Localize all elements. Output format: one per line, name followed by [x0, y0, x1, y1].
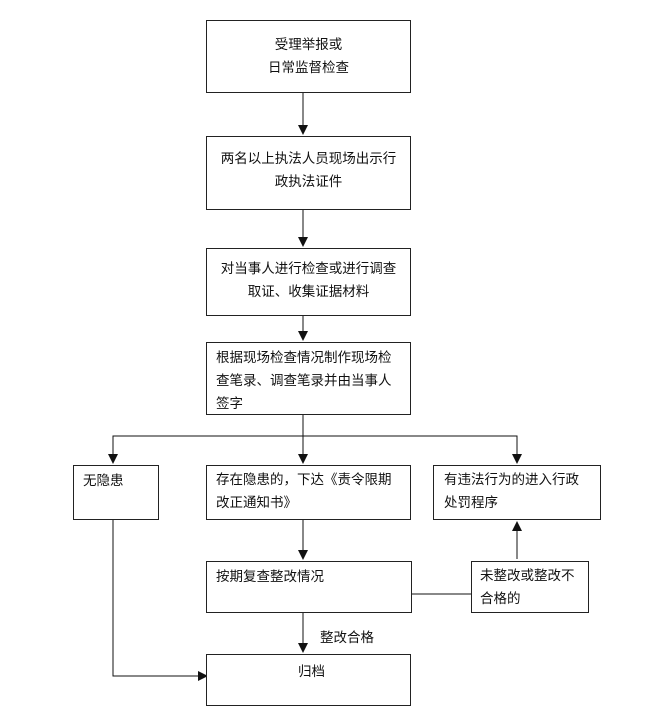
node-no-hazard: 无隐患 — [73, 465, 159, 520]
node-inspect-line-2: 取证、收集证据材料 — [247, 284, 370, 300]
node-show-id-line-2: 政执法证件 — [274, 174, 343, 190]
node-hazard-line-1: 存在隐患的，下达《责令限期 — [216, 472, 392, 488]
node-not-fixed-line-2: 合格的 — [480, 591, 521, 607]
node-record: 根据现场检查情况制作现场检 查笔录、调查笔录并由当事人 签字 — [206, 342, 411, 415]
edge-label-fixed-ok: 整改合格 — [320, 630, 374, 646]
node-hazard: 存在隐患的，下达《责令限期 改正通知书》 — [206, 465, 411, 520]
node-inspect: 对当事人进行检查或进行调查 取证、收集证据材料 — [206, 248, 411, 316]
node-accept-line-1: 受理举报或 — [274, 37, 343, 53]
node-recheck-line-1: 按期复查整改情况 — [216, 569, 324, 585]
branch-bar — [112, 435, 518, 463]
node-recheck: 按期复查整改情况 — [206, 561, 412, 613]
node-violation-line-1: 有违法行为的进入行政 — [444, 472, 579, 488]
node-show-id-line-1: 两名以上执法人员现场出示行 — [220, 151, 397, 167]
node-accept: 受理举报或 日常监督检查 — [206, 20, 411, 93]
node-archive: 归档 — [206, 654, 411, 706]
node-show-id: 两名以上执法人员现场出示行 政执法证件 — [206, 136, 411, 210]
arrow-nohazard-to-archive — [112, 520, 208, 681]
node-not-fixed: 未整改或整改不 合格的 — [471, 561, 589, 613]
node-record-line-1: 根据现场检查情况制作现场检 — [216, 350, 392, 366]
node-violation-line-2: 处罚程序 — [444, 495, 498, 511]
node-violation: 有违法行为的进入行政 处罚程序 — [433, 465, 601, 520]
node-no-hazard-line-1: 无隐患 — [83, 473, 124, 489]
node-record-line-3: 签字 — [216, 396, 243, 412]
node-archive-line-1: 归档 — [298, 664, 325, 680]
node-hazard-line-2: 改正通知书》 — [216, 495, 297, 511]
node-inspect-line-1: 对当事人进行检查或进行调查 — [220, 261, 397, 277]
node-accept-line-2: 日常监督检查 — [268, 60, 349, 76]
node-record-line-2: 查笔录、调查笔录并由当事人 — [216, 373, 392, 389]
node-not-fixed-line-1: 未整改或整改不 — [480, 568, 575, 584]
